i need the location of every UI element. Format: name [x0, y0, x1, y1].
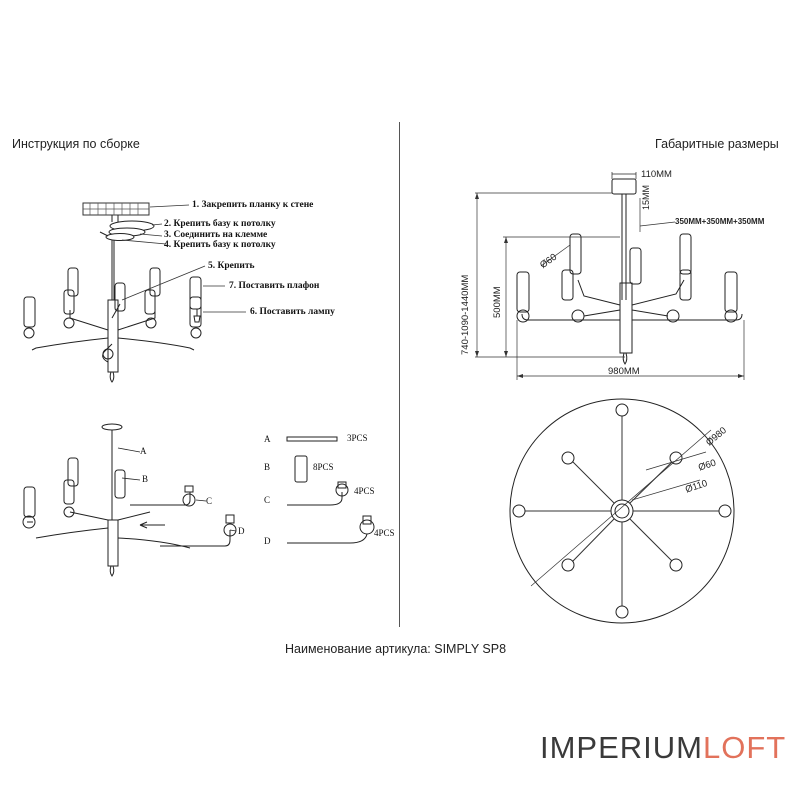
part-d-letter: D [264, 536, 271, 546]
part-b-qty: 8PCS [313, 462, 334, 472]
step-3-label: 3. Соединить на клемме [164, 230, 268, 240]
step-1-label: 1. Закрепить планку к стене [192, 200, 314, 210]
article-name: Наименование артикула: SIMPLY SP8 [285, 642, 507, 656]
step-2-label: 2. Крепить базу к потолку [164, 219, 276, 229]
brand-part-1: IMPERIUM [540, 730, 703, 765]
chain-size: 15MM [641, 184, 651, 210]
total-height: 740-1090-1440MM [460, 274, 471, 355]
canopy-size: 110MM [641, 169, 672, 180]
step-7-label: 7. Поставить плафон [229, 281, 320, 291]
callout-c: C [206, 496, 213, 506]
rod-lengths: 350MM+350MM+350MM [675, 217, 765, 226]
assembly-heading: Инструкция по сборке [12, 137, 140, 151]
body-height: 500MM [492, 286, 503, 318]
step-6-label: 6. Поставить лампу [250, 307, 335, 317]
part-d-qty: 4PCS [374, 528, 395, 538]
part-c-qty: 4PCS [354, 486, 375, 496]
step-5-label: 5. Крепить [208, 261, 255, 271]
callout-d: D [238, 526, 245, 536]
callout-b: B [142, 474, 149, 484]
step-4-label: 4. Крепить базу к потолку [164, 240, 276, 250]
part-b-letter: B [264, 462, 271, 472]
dimension-top-view [509, 398, 735, 624]
overall-width: 980MM [608, 366, 640, 377]
dimension-front-view [475, 172, 745, 380]
dimensions-heading: Габаритные размеры [655, 137, 779, 151]
callout-a: A [140, 446, 147, 456]
part-a-letter: A [264, 434, 271, 444]
parts-illustration [22, 423, 375, 577]
part-c-letter: C [264, 495, 271, 505]
part-a-qty: 3PCS [347, 433, 368, 443]
brand-part-2: LOFT [703, 730, 787, 765]
assembly-illustration [23, 202, 246, 383]
vertical-divider [399, 122, 400, 627]
brand-logo: IMPERIUMLOFT [540, 730, 786, 766]
